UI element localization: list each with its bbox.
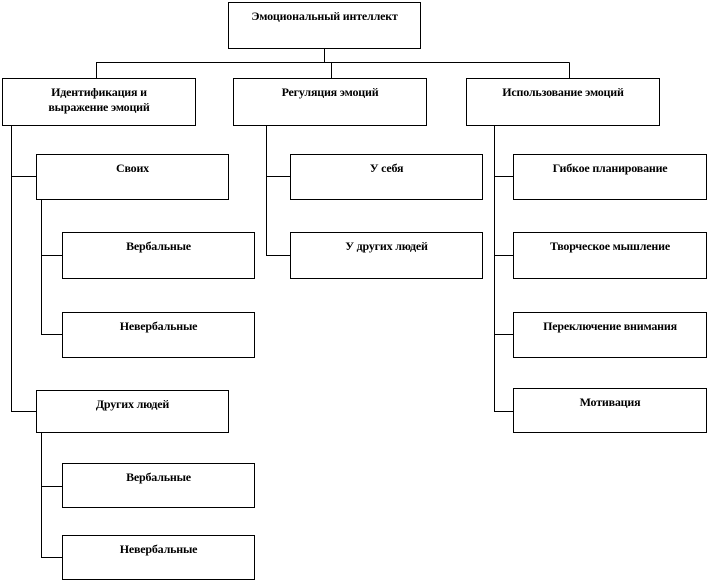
group-own-node: Своих xyxy=(36,154,229,200)
usage-flexible-planning-label: Гибкое планирование xyxy=(552,161,668,175)
others-verbal-node: Вербальные xyxy=(62,463,255,508)
branch-identification-label-line1: Идентификация и xyxy=(51,85,147,99)
usage-motivation-node: Мотивация xyxy=(513,388,707,433)
branch-usage-label: Использование эмоций xyxy=(502,85,624,99)
branch-identification-label-line2: выражение эмоций xyxy=(48,100,150,114)
branch-regulation-node: Регуляция эмоций xyxy=(233,78,427,126)
usage-creative-thinking-label: Творческое мышление xyxy=(550,239,670,253)
usage-motivation-label: Мотивация xyxy=(579,395,641,409)
usage-creative-thinking-node: Творческое мышление xyxy=(513,232,707,279)
own-verbal-node: Вербальные xyxy=(62,232,255,279)
others-nonverbal-label: Невербальные xyxy=(119,542,198,556)
regulation-others-node: У других людей xyxy=(290,232,483,279)
branch-usage-node: Использование эмоций xyxy=(466,78,660,126)
root-node: Эмоциональный интеллект xyxy=(228,2,421,49)
branch-regulation-label: Регуляция эмоций xyxy=(281,85,379,99)
regulation-self-node: У себя xyxy=(290,154,483,200)
usage-flexible-planning-node: Гибкое планирование xyxy=(513,154,707,200)
group-own-label: Своих xyxy=(116,161,149,175)
regulation-self-label: У себя xyxy=(369,161,404,175)
branch-identification-node: Идентификация и выражение эмоций xyxy=(2,78,196,126)
root-node-label: Эмоциональный интеллект xyxy=(251,9,398,23)
usage-attention-switching-label: Переключение внимания xyxy=(543,319,677,333)
regulation-others-label: У других людей xyxy=(345,239,428,253)
own-nonverbal-node: Невербальные xyxy=(62,312,255,358)
group-others-label: Других людей xyxy=(95,397,170,411)
group-others-node: Других людей xyxy=(36,390,229,433)
usage-attention-switching-node: Переключение внимания xyxy=(513,312,707,358)
own-verbal-label: Вербальные xyxy=(126,239,191,253)
others-verbal-label: Вербальные xyxy=(126,470,191,484)
others-nonverbal-node: Невербальные xyxy=(62,535,255,580)
own-nonverbal-label: Невербальные xyxy=(119,319,198,333)
